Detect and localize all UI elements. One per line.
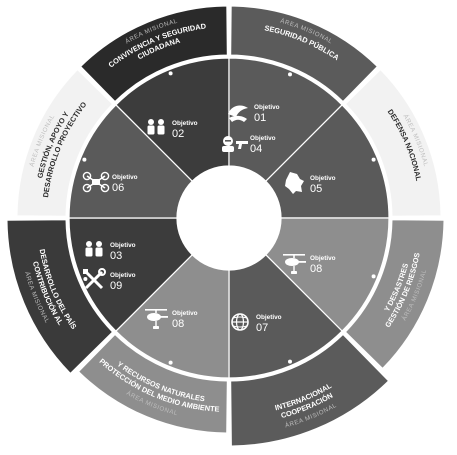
objective-word: Objetivo xyxy=(110,242,136,249)
objective-number: 08 xyxy=(310,263,322,275)
connector-dot xyxy=(371,274,376,279)
objective-number: 07 xyxy=(256,322,268,334)
objective-word: Objetivo xyxy=(254,104,280,111)
area-segment xyxy=(230,333,390,447)
area-segment xyxy=(344,68,442,217)
tools-icon xyxy=(83,268,106,290)
masked-gunman-icon xyxy=(222,136,248,152)
objective-number: 06 xyxy=(112,182,124,194)
drone-icon xyxy=(82,171,110,193)
connector-dot xyxy=(168,360,173,365)
connector-dot xyxy=(371,157,376,162)
objective-word: Objetivo xyxy=(310,175,336,182)
area-segment xyxy=(16,68,114,217)
dove-hands-icon xyxy=(228,105,248,122)
objective-number: 05 xyxy=(310,183,322,195)
objective-word: Objetivo xyxy=(112,174,138,181)
objective-word: Objetivo xyxy=(250,135,276,142)
objective-word: Objetivo xyxy=(172,310,198,317)
area-segment xyxy=(77,333,228,434)
area-segment xyxy=(79,5,228,103)
objective-number: 09 xyxy=(110,280,122,292)
objective-word: Objetivo xyxy=(310,255,336,262)
people-icon xyxy=(85,241,103,257)
objective-number: 04 xyxy=(250,143,262,155)
connector-dot xyxy=(288,359,292,364)
helicopter-icon xyxy=(283,254,306,274)
objectives: Objetivo02Objetivo01Objetivo04Objetivo05… xyxy=(82,104,336,334)
center-hole xyxy=(177,166,281,270)
objective-word: Objetivo xyxy=(110,272,136,279)
connector-dots xyxy=(82,71,376,365)
connector-dot xyxy=(82,157,87,162)
people-icon xyxy=(147,119,165,135)
connector-dot xyxy=(83,277,88,281)
area-segment xyxy=(230,5,379,103)
connector-dot xyxy=(288,72,292,77)
objective-number: 08 xyxy=(172,318,184,330)
objective-number: 02 xyxy=(172,128,184,140)
objective-number: 01 xyxy=(254,112,266,124)
connector-dot xyxy=(168,71,173,76)
objective-word: Objetivo xyxy=(172,120,198,127)
area-segment xyxy=(6,219,114,375)
objective-word: Objetivo xyxy=(256,314,282,321)
colombia-map-icon xyxy=(285,172,304,194)
area-segment xyxy=(344,219,445,370)
globe-icon xyxy=(231,313,249,331)
objective-number: 03 xyxy=(110,250,122,262)
helicopter-icon xyxy=(145,309,168,329)
